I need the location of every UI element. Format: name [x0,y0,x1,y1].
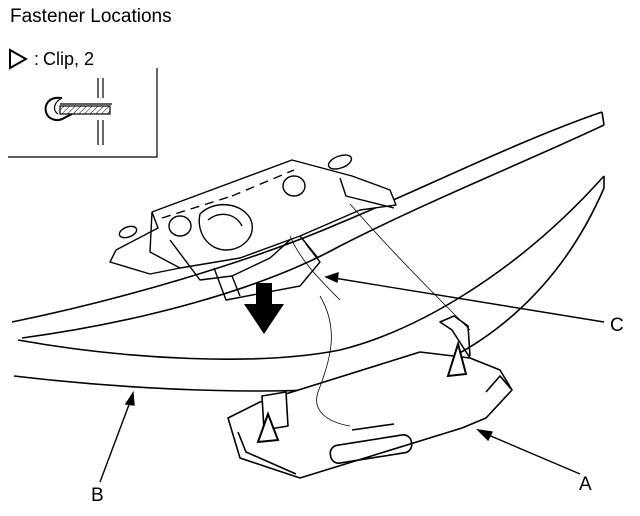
alignment-lines [289,203,471,427]
callout-b: B [91,485,104,506]
callout-c: C [610,315,624,336]
clip-triangle-icon [9,48,28,70]
rail-body [11,111,605,392]
clip-markers [256,340,468,444]
push-direction-arrow [244,283,284,334]
legend-separator: : [34,48,40,69]
cover-part-a [227,315,513,479]
legend-clip-text: Clip, 2 [43,48,95,69]
leader-lines [99,271,605,483]
callout-a: A [579,474,592,495]
clip-detail-inset [8,68,158,158]
clip-marker-icon [446,340,468,378]
mounting-bracket [109,154,397,301]
legend: : Clip, 2 [8,47,94,71]
clip-marker-icon [256,411,280,444]
diagram-title: Fastener Locations [10,6,172,27]
